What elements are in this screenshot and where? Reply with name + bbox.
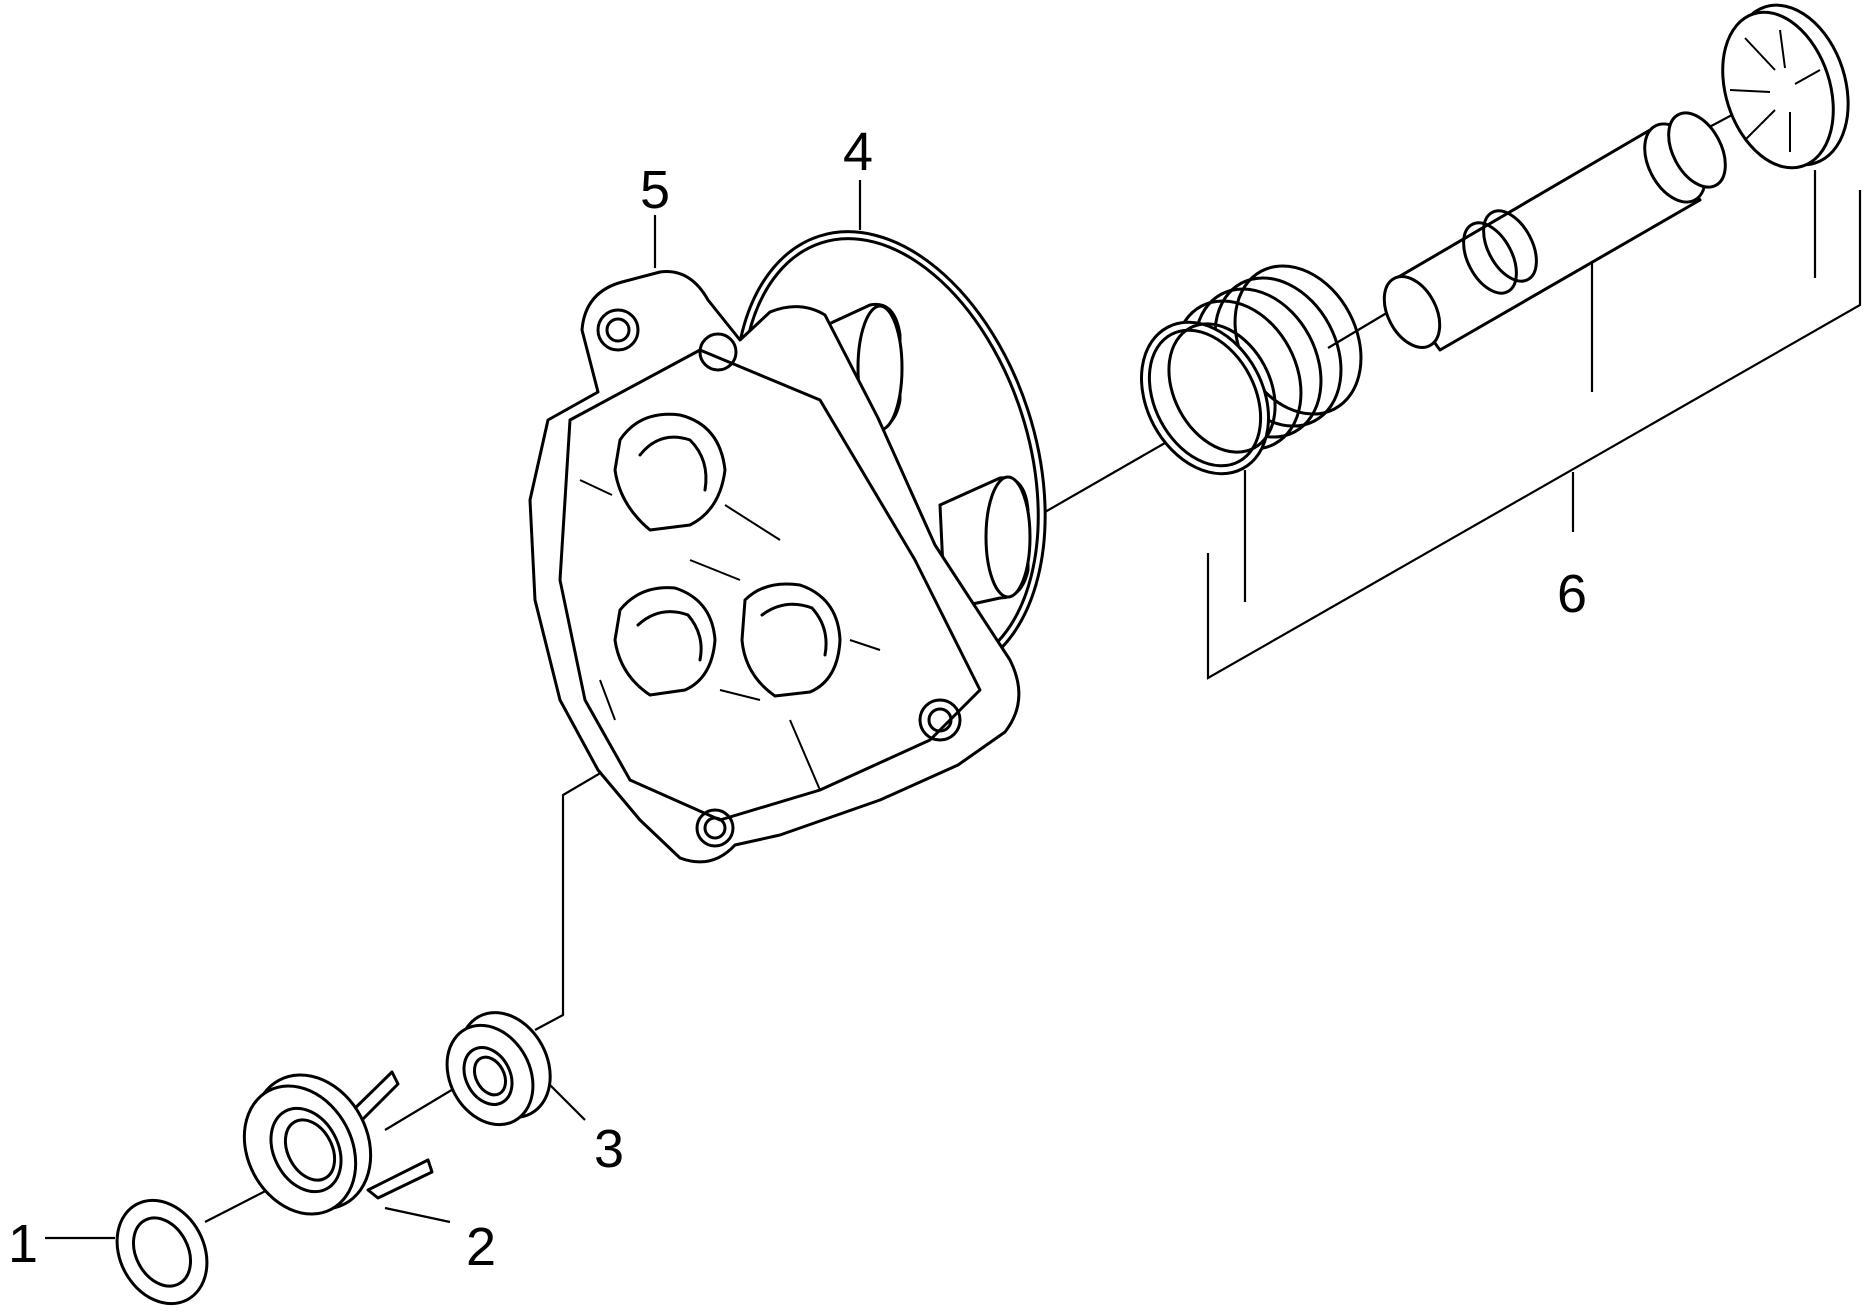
label-part3: 3 [594,1119,624,1179]
retainer-disc [1721,3,1850,170]
part2-sleeve [242,1070,434,1216]
leader-lines [45,91,1862,1240]
part1-washer [115,1198,209,1306]
leader-part6-bracket [1206,190,1862,680]
axis-line-3 [1044,442,1166,513]
label-part4: 4 [843,122,873,182]
axis-line-2 [384,1084,461,1131]
axis-line-4 [1327,307,1396,349]
leader-part2 [384,1206,451,1224]
label-part1: 1 [8,1214,38,1274]
part3-seal [445,1011,552,1127]
piston [1382,111,1727,352]
label-part5: 5 [640,160,670,220]
spring [1139,264,1363,476]
label-part6: 6 [1557,564,1587,624]
part5-valve-housing [528,270,1032,864]
label-part2: 2 [466,1217,496,1277]
part-labels: 1 2 3 4 5 6 [8,122,1587,1277]
